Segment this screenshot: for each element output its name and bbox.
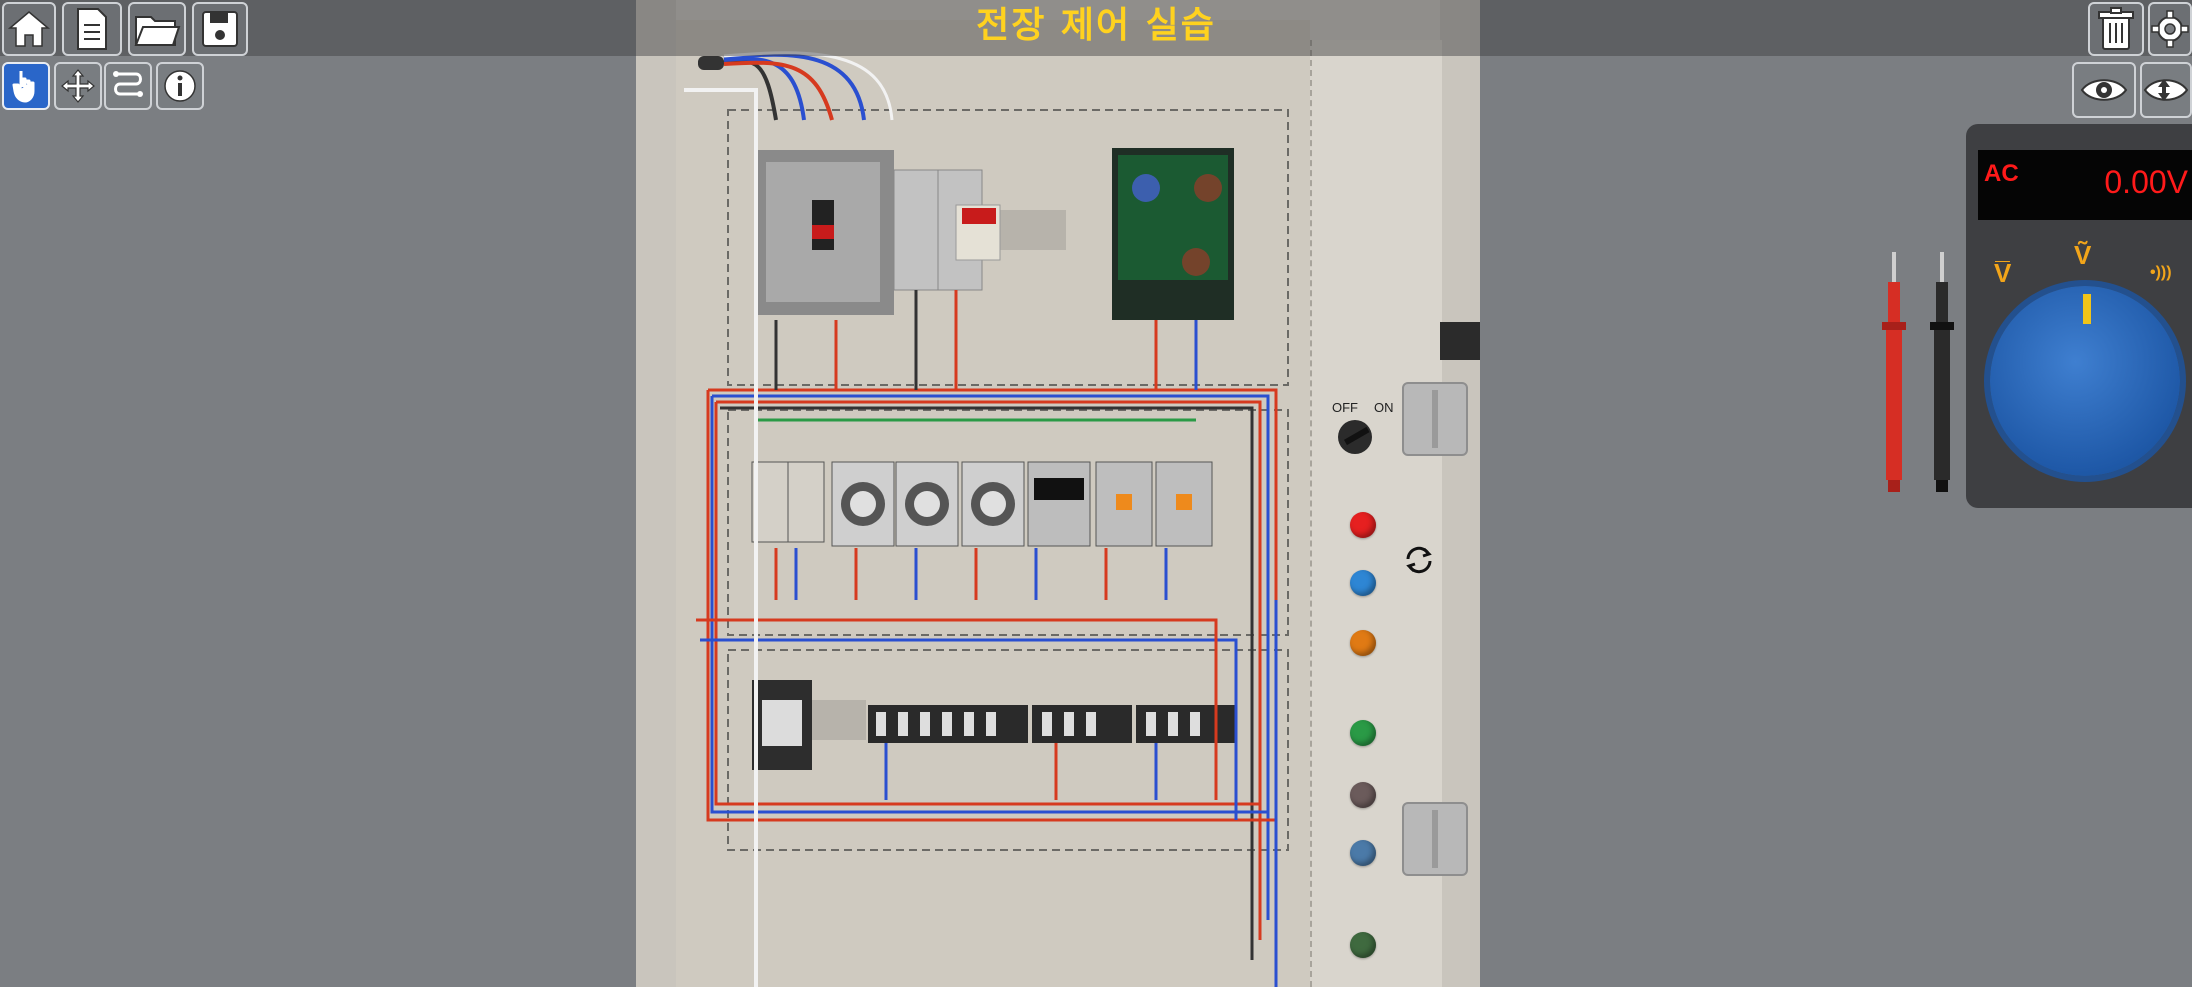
- multimeter-mode: AC: [1984, 160, 2019, 187]
- trash-icon: [2098, 7, 2134, 50]
- home-icon: [7, 11, 51, 47]
- pilot-lamp-green[interactable]: [1350, 720, 1376, 746]
- pilot-lamp-brown[interactable]: [1350, 782, 1376, 808]
- multimeter-reading: 0.00V: [2104, 164, 2188, 200]
- settings-gear-icon: [2151, 10, 2189, 48]
- switch-off-label: OFF: [1332, 400, 1358, 415]
- open-folder-icon: [134, 16, 181, 46]
- switch-on-label: ON: [1374, 400, 1394, 415]
- power-selector-switch[interactable]: [1338, 420, 1372, 454]
- info-icon: [164, 70, 196, 102]
- info-button[interactable]: [156, 62, 204, 110]
- black-probe[interactable]: [1926, 252, 1958, 494]
- save-button[interactable]: [192, 2, 248, 56]
- home-button[interactable]: [2, 2, 56, 56]
- eye-icon: [2080, 79, 2128, 101]
- view-toggle-button[interactable]: [2140, 62, 2192, 118]
- new-file-icon: [77, 8, 107, 50]
- save-disk-icon: [202, 11, 238, 47]
- switch-lever-icon: [1343, 426, 1370, 446]
- view-button[interactable]: [2072, 62, 2136, 118]
- dial-label-ac-volts: Ṽ: [2074, 240, 2092, 270]
- eye-toggle-icon: [2143, 79, 2189, 101]
- dial-label-continuity: •))): [2150, 264, 2172, 281]
- wire-tool-button[interactable]: [104, 62, 152, 110]
- settings-button[interactable]: [2148, 2, 2192, 56]
- pilot-lamp-dark-green[interactable]: [1350, 932, 1376, 958]
- pilot-lamp-steel-blue[interactable]: [1350, 840, 1376, 866]
- door-handle[interactable]: [1440, 322, 1480, 360]
- multimeter-display: [1978, 150, 2192, 220]
- cabinet-left-rail: [636, 0, 676, 987]
- new-file-button[interactable]: [62, 2, 122, 56]
- dial-label-dc-volts: V̅: [1994, 258, 2012, 288]
- wiring-diagram[interactable]: [636, 0, 1480, 987]
- red-probe[interactable]: [1878, 252, 1910, 494]
- pointer-hand-icon: [12, 71, 35, 103]
- delete-button[interactable]: [2088, 2, 2144, 56]
- pilot-lamp-orange[interactable]: [1350, 630, 1376, 656]
- door-hinge-bottom: [1402, 802, 1468, 876]
- pilot-lamp-blue[interactable]: [1350, 570, 1376, 596]
- refresh-rotate-icon[interactable]: [1399, 540, 1439, 580]
- wire-icon: [113, 71, 143, 97]
- move-tool-button[interactable]: [54, 62, 102, 110]
- title-bar: [0, 0, 2192, 56]
- pointer-tool-button[interactable]: [2, 62, 50, 110]
- move-icon: [61, 69, 95, 103]
- dial-pointer: [2083, 294, 2091, 324]
- pilot-lamp-red[interactable]: [1350, 512, 1376, 538]
- door-hinge-top: [1402, 382, 1468, 456]
- page-title: 전장 제어 실습: [976, 5, 1216, 46]
- open-folder-button[interactable]: [128, 2, 186, 56]
